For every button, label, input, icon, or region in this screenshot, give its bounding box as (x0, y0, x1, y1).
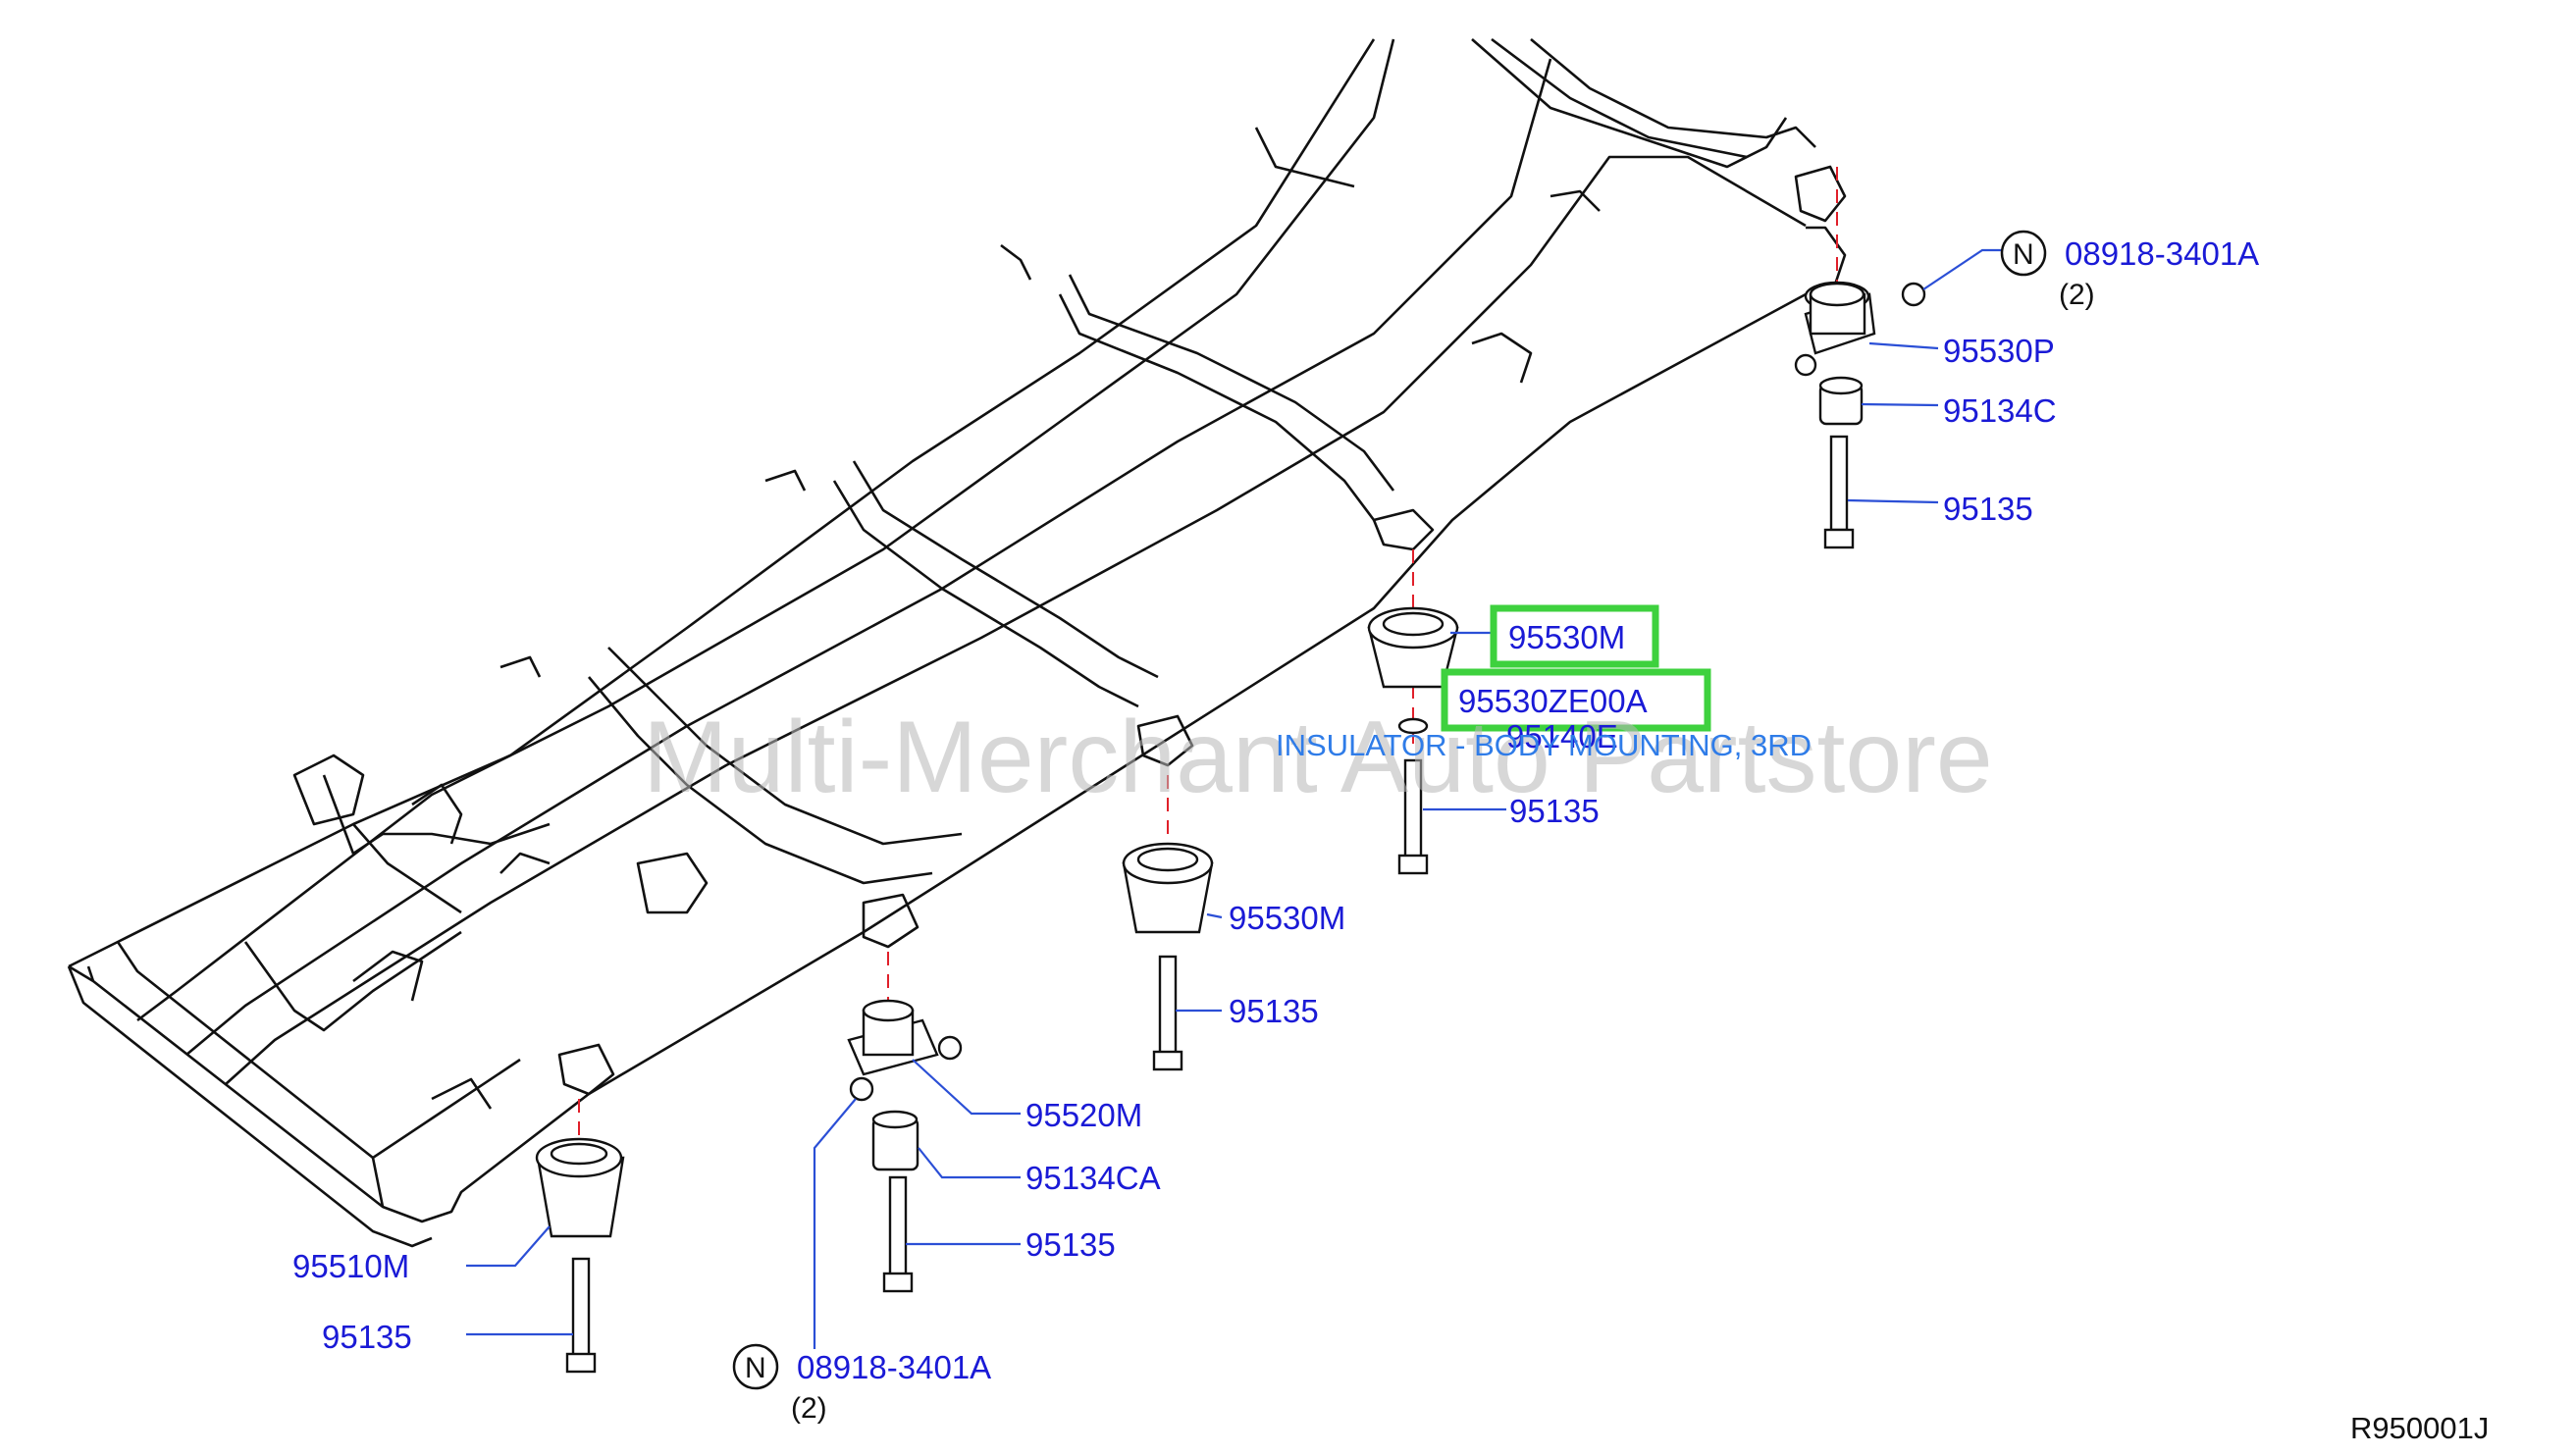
label-95530ZE00A[interactable]: 95530ZE00A (1458, 683, 1648, 719)
label-08918-3401A-top[interactable]: 08918-3401A (2065, 235, 2259, 272)
label-95140E[interactable]: 95140E (1506, 718, 1618, 754)
part-95135-bolt-3 (1152, 955, 1183, 1071)
part-95530P-mount (1804, 281, 1876, 355)
part-95135-bolt-2 (1397, 758, 1429, 875)
part-95134C-collar (1818, 376, 1864, 426)
part-95135-bolt-5 (565, 1257, 597, 1374)
part-95530M-insulator-highlighted (1367, 606, 1459, 689)
nut-icon (1794, 282, 1926, 377)
label-95135-4[interactable]: 95135 (1025, 1226, 1116, 1263)
part-95520M-mount (847, 999, 939, 1076)
label-95135-2[interactable]: 95135 (1509, 793, 1600, 829)
part-95510M-insulator (535, 1137, 625, 1238)
label-95134C[interactable]: 95134C (1943, 392, 2057, 429)
label-95530M-highlighted[interactable]: 95530M (1508, 619, 1625, 655)
label-95135-3[interactable]: 95135 (1229, 993, 1319, 1029)
part-description: INSULATOR - BODY MOUNTING, 3RD (1276, 728, 1812, 762)
nut-icon (849, 1035, 963, 1102)
diagram-reference-code: R950001J (2350, 1411, 2489, 1445)
quantity-top: (2) (2059, 279, 2095, 311)
leader-lines (466, 248, 2002, 1349)
vehicle-frame (67, 37, 1847, 1248)
label-95530P[interactable]: 95530P (1943, 333, 2055, 369)
svg-text:N: N (745, 1352, 766, 1384)
quantity-bottom: (2) (791, 1392, 827, 1425)
part-95140E-washer (1397, 717, 1429, 735)
part-95134CA-collar (871, 1110, 919, 1171)
nut-symbol-top: N (2000, 230, 2047, 277)
label-95134CA[interactable]: 95134CA (1025, 1160, 1161, 1196)
nut-symbol-bottom: N (732, 1343, 779, 1390)
label-95135-5[interactable]: 95135 (322, 1319, 412, 1355)
label-95520M[interactable]: 95520M (1025, 1097, 1142, 1133)
part-95135-bolt-1 (1823, 435, 1855, 549)
part-95135-bolt-4 (882, 1175, 914, 1293)
label-95510M[interactable]: 95510M (292, 1248, 409, 1284)
highlight-box-95530M (1490, 604, 1659, 668)
highlight-box-95530ZE00A (1441, 668, 1711, 732)
svg-text:N: N (2013, 238, 2034, 271)
watermark: Multi-Merchant Auto Partstore (643, 701, 1993, 814)
label-08918-3401A-bottom[interactable]: 08918-3401A (797, 1349, 991, 1385)
part-95530M-insulator (1122, 842, 1214, 934)
label-95135-1[interactable]: 95135 (1943, 491, 2033, 527)
label-95530M[interactable]: 95530M (1229, 900, 1345, 936)
